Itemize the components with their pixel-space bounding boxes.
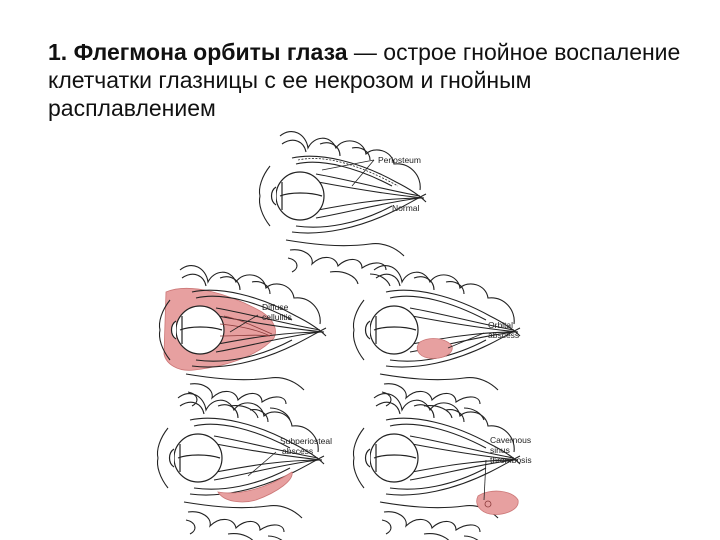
panel-subperiosteal-abscess [157,394,324,540]
cavernous-sinus-area [477,491,518,514]
periosteum-label: Periosteum [378,155,421,165]
diffuse-label-line1: Diffuse [262,302,289,312]
orbital-abscess-area [417,339,452,359]
subperiosteal-leader [248,452,276,476]
panel-diffuse-cellulitis [159,266,326,420]
normal-label: Normal [392,203,420,213]
panel-orbital-abscess [353,266,520,420]
orbital-label-line2: abscess [488,330,519,340]
subperiosteal-label-line2: abscess [282,446,313,456]
cavernous-label-line2: sinus [490,445,510,455]
cavernous-label-line3: thrombosis [490,455,532,465]
panel-cavernous-sinus-thrombosis [353,394,520,540]
diffuse-label-line2: cellulitis [262,312,292,322]
orbital-label-line1: Orbital [488,320,513,330]
subperiosteal-label-line1: Subperiosteal [280,436,332,446]
cavernous-label-line1: Cavernous [490,435,531,445]
